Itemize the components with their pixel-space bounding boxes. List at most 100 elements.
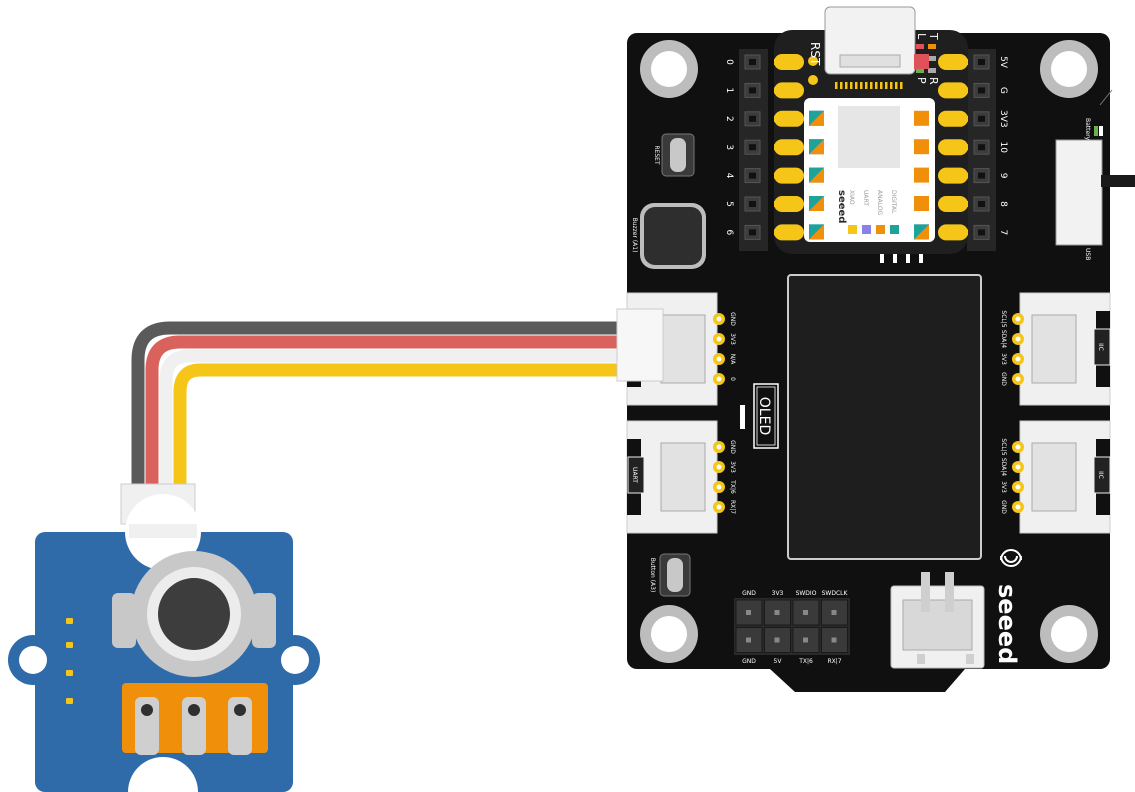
swd-top-label: GND — [742, 590, 756, 597]
grove-cable — [131, 321, 620, 500]
grove-pin-label: 3V3 — [729, 461, 736, 473]
xiao-pad-right — [938, 196, 968, 212]
wire-yellow — [173, 363, 620, 500]
button-label: Button (A3) — [649, 558, 656, 593]
grove-pin-label: N/A — [729, 354, 736, 366]
xiao-pad-right — [938, 224, 968, 241]
chip-right-mark — [914, 167, 929, 183]
user-button[interactable] — [659, 553, 691, 597]
usb-label: USB — [1084, 248, 1091, 260]
right-pin-label: G — [998, 87, 1008, 94]
cable-plug-board — [616, 308, 664, 382]
rotary-angle-sensor-module — [8, 494, 320, 792]
battery-connector[interactable] — [890, 572, 985, 669]
chip-legend-swatch — [876, 225, 885, 234]
chip-brand: seeed — [836, 190, 847, 223]
grove-pin-label: 0 — [729, 377, 736, 381]
xiao-pad-right — [938, 54, 968, 70]
left-pin-label: 6 — [724, 230, 734, 236]
oled-label-box: OLED — [740, 383, 779, 449]
xiao-pad-left — [774, 224, 804, 241]
chip-legend-swatch — [848, 225, 857, 234]
buzzer — [640, 203, 706, 269]
potentiometer-pins — [135, 697, 252, 755]
seeed-brand-text: seeed — [993, 584, 1021, 664]
left-pin-label: 5 — [724, 201, 734, 207]
grove-pin-label: 3V3 — [1000, 353, 1007, 365]
oled-display — [787, 274, 982, 560]
grove-pin-label: RX|7 — [729, 500, 736, 514]
rst-label: RST — [808, 42, 822, 66]
grove-grove_iic_bottom-tag: IIC — [1097, 471, 1104, 479]
grove-pin-label: SCL|5 — [1000, 438, 1007, 455]
xiao-chip — [804, 98, 935, 242]
mount-hole-left — [19, 646, 47, 674]
xiao-pad-left — [774, 110, 804, 127]
grove-grove_uart-tag: UART — [631, 467, 638, 483]
chip-legend-label: XIAO — [848, 190, 855, 205]
xiao-pad-left — [774, 167, 804, 184]
mount-hole-right — [281, 646, 309, 674]
grove-pin-label: 3V3 — [1000, 481, 1007, 493]
right-pin-label: 8 — [998, 201, 1008, 207]
led-label-t: T — [927, 32, 940, 40]
left-pin-label: 3 — [724, 144, 734, 150]
swd-bottom-label: TX|6 — [798, 658, 813, 665]
reset-button[interactable] — [661, 133, 695, 177]
xiao-pad-right — [938, 139, 968, 156]
left-pin-label: 0 — [724, 59, 734, 65]
mount-holes — [640, 40, 1098, 663]
grove-pin-label: GND — [1000, 500, 1007, 514]
chip-left-mark — [809, 139, 824, 155]
svg-text:OLED: OLED — [756, 397, 772, 435]
chip-legend-swatch — [862, 225, 871, 234]
chip-right-mark — [914, 139, 929, 155]
wire-red — [145, 335, 620, 500]
led-label-l: L — [915, 33, 928, 40]
power-switch[interactable] — [1055, 139, 1135, 246]
grove-pin-label: GND — [729, 440, 736, 454]
right-pin-label: 5V — [998, 56, 1008, 69]
swd-top-label: SWDCLK — [822, 590, 849, 597]
xiao-pad-left — [774, 82, 804, 99]
grove-pin-label: SDA|4 — [1000, 330, 1007, 348]
swd-bottom-label: GND — [742, 658, 756, 665]
buzzer-label: Buzzer (A1) — [631, 218, 638, 253]
right-pin-label: 7 — [998, 230, 1008, 236]
chip-right-mark — [914, 224, 929, 240]
wire-black — [131, 321, 620, 500]
chip-left-mark — [809, 196, 824, 211]
grove-pin-label: GND — [1000, 372, 1007, 386]
knob-icon[interactable] — [158, 578, 230, 650]
right-pin-label: 9 — [998, 173, 1008, 179]
chip-left-mark — [809, 110, 824, 126]
xiao-pad-right — [938, 167, 968, 184]
chip-legend-label: DIGITAL — [890, 190, 897, 214]
swd-top-label: SWDIO — [796, 590, 817, 597]
led-label-r: R — [927, 77, 940, 85]
left-header-socket — [739, 49, 768, 251]
left-pin-label: 1 — [724, 88, 734, 94]
seeed-logo-icon — [1000, 549, 1022, 567]
grove-pin-label: SCL|5 — [1000, 310, 1007, 327]
grove-pin-label: SDA|4 — [1000, 458, 1007, 476]
xiao-pad-left — [774, 54, 804, 70]
chip-right-mark — [914, 196, 929, 211]
swd-bottom-label: RX|7 — [827, 658, 841, 665]
led-label-p: P — [915, 77, 928, 84]
wire-white — [159, 349, 620, 500]
right-pin-label: 3V3 — [998, 110, 1008, 128]
swd-bottom-label: 5V — [774, 658, 783, 665]
xiao-pad-left — [774, 196, 804, 212]
grove-grove_iic_top-tag: IIC — [1097, 343, 1104, 351]
